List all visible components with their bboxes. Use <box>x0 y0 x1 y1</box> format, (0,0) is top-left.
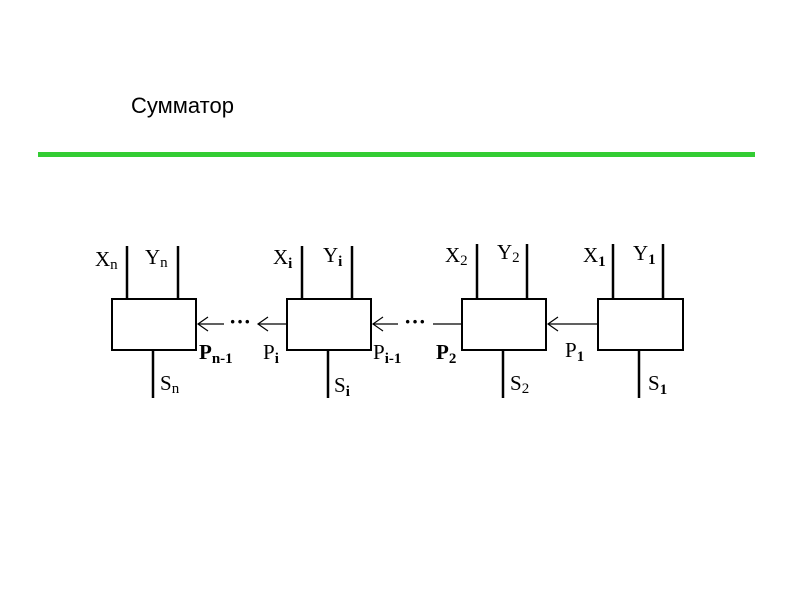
s-label: Si <box>334 373 350 400</box>
adder-cell-i: Xi Yi Si Pi Pi-1 <box>263 243 401 400</box>
carry-label: P1 <box>565 338 584 365</box>
arrowhead-icon <box>256 316 269 332</box>
adder-cell-n: Xn Yn Sn Pn-1 <box>95 245 233 398</box>
y-label: Y2 <box>497 240 520 266</box>
s-label: S1 <box>648 371 667 398</box>
carry-label: P2 <box>436 340 456 367</box>
x-label: X2 <box>445 243 468 269</box>
carry-in-label: Pi-1 <box>373 340 401 367</box>
carry-link-1-to-2 <box>546 316 598 332</box>
ellipsis: ··· <box>229 309 251 334</box>
s-label: S2 <box>510 371 529 397</box>
y-label: Yn <box>145 245 168 271</box>
arrowhead-icon <box>546 316 559 332</box>
title-divider <box>38 152 755 157</box>
carry-link-2-to-i: ··· <box>371 309 462 334</box>
carry-link-i-to-n: ··· <box>196 309 287 334</box>
arrowhead-icon <box>371 316 384 332</box>
y-label: Y1 <box>633 241 656 268</box>
adder-box <box>111 298 197 351</box>
adder-box <box>461 298 547 351</box>
x-label: Xn <box>95 247 118 273</box>
adder-cell-1: X1 Y1 S1 P1 <box>565 241 684 398</box>
y-label: Yi <box>323 243 342 270</box>
adder-box <box>286 298 372 351</box>
s-label: Sn <box>160 371 180 397</box>
x-label: X1 <box>583 243 606 270</box>
x-label: Xi <box>273 245 292 272</box>
carry-label: Pn-1 <box>199 340 233 367</box>
arrowhead-icon <box>196 316 209 332</box>
adder-box <box>597 298 684 351</box>
ellipsis: ··· <box>404 309 426 334</box>
carry-out-label: Pi <box>263 340 279 367</box>
slide-title: Сумматор <box>131 93 234 118</box>
adder-cell-2: X2 Y2 S2 P2 <box>436 240 547 398</box>
